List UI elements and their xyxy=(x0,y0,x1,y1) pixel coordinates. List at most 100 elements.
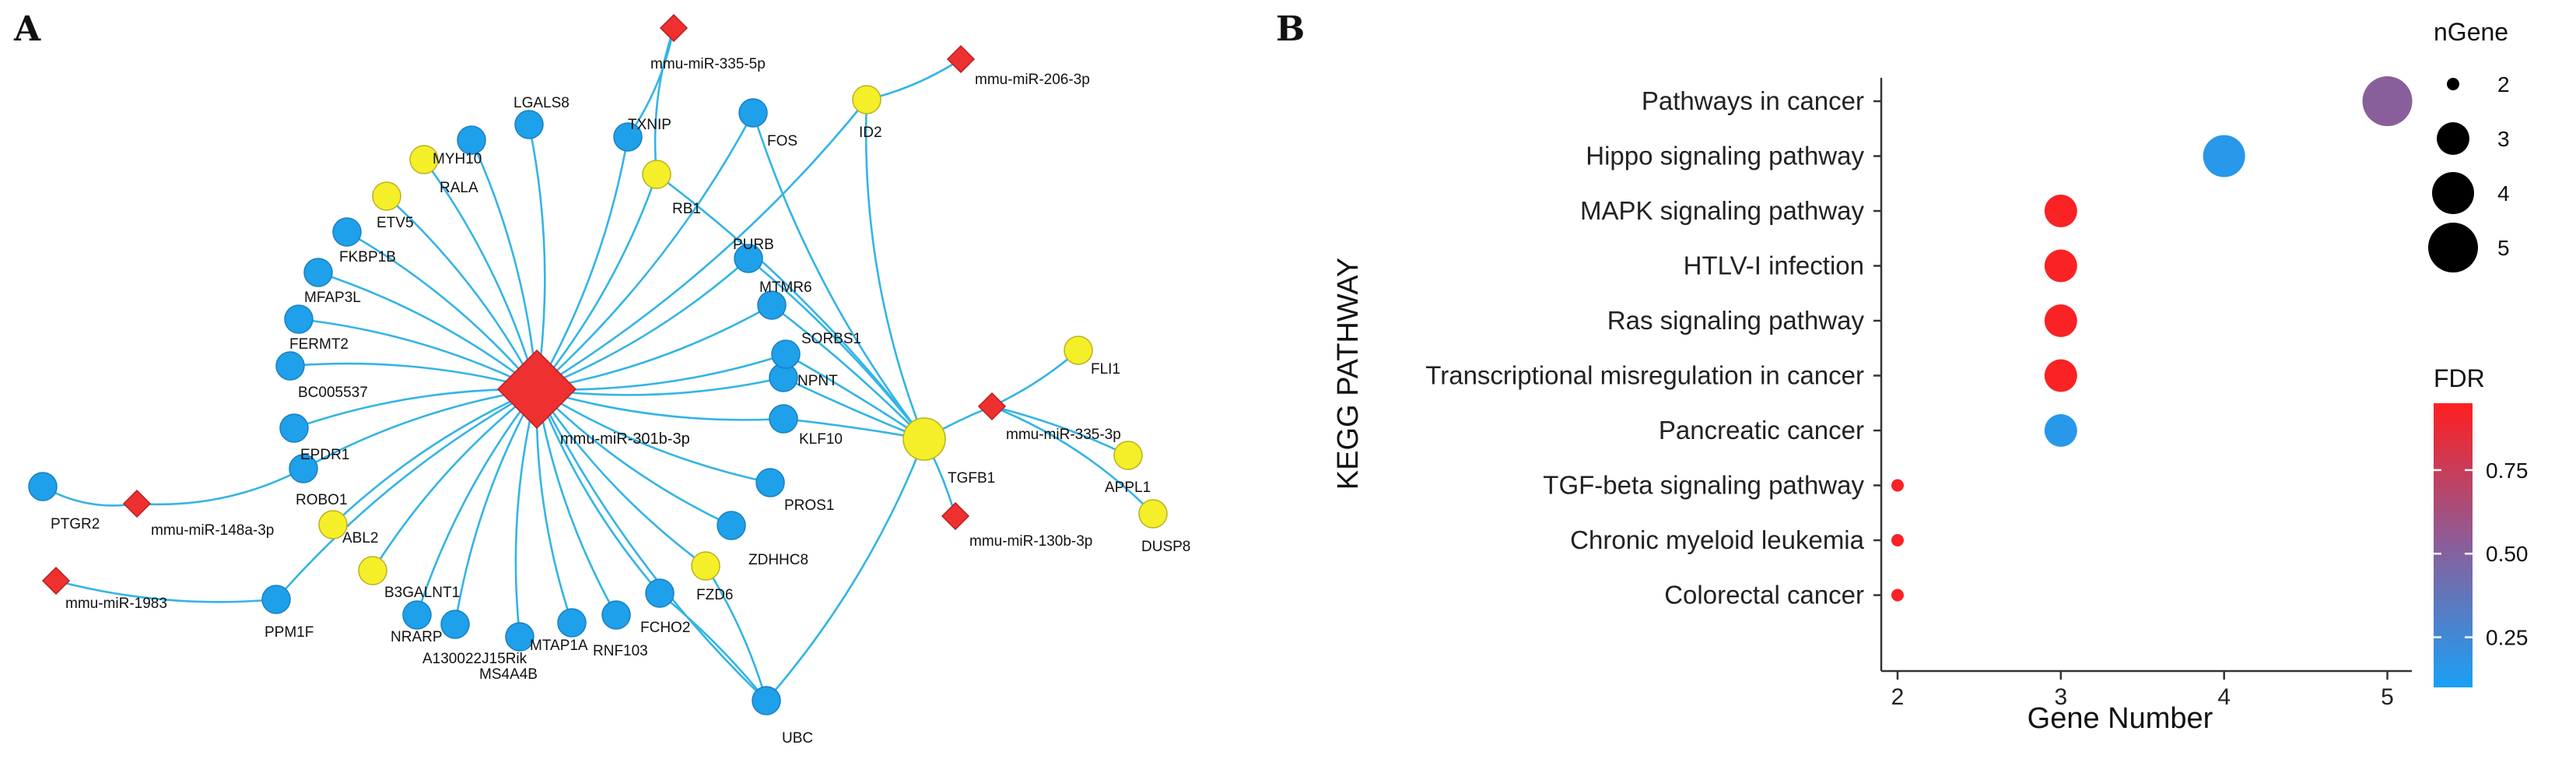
edge-tgfb1-purb xyxy=(748,258,926,440)
mirna-node-mmu-mir-335-5p[interactable] xyxy=(659,13,689,43)
point-htlv-i-infection[interactable] xyxy=(2044,249,2077,283)
category-label-pathways-in-cancer: Pathways in cancer xyxy=(1642,86,1864,115)
gene-node-ms4a4b[interactable] xyxy=(505,622,534,652)
mirna-node-mmu-mir-130b-3p[interactable] xyxy=(941,501,970,531)
edge-mmu-mir-301b-3p-fermt2 xyxy=(298,318,538,391)
gene-label-zdhhc8: ZDHHC8 xyxy=(748,552,808,568)
point-pancreatic-cancer[interactable] xyxy=(2044,414,2077,447)
mirna-label-mmu-mir-335-5p: mmu-miR-335-5p xyxy=(650,56,766,72)
gene-label-fermt2: FERMT2 xyxy=(289,336,349,353)
gene-node-bc005537[interactable] xyxy=(275,351,305,381)
edge-mmu-mir-335-3p-appl1 xyxy=(991,405,1129,457)
edge-mmu-mir-301b-3p-myh10 xyxy=(470,139,538,390)
gene-label-id2: ID2 xyxy=(859,125,882,141)
gene-label-ubc: UBC xyxy=(782,730,813,747)
gene-node-klf10[interactable] xyxy=(769,404,798,434)
gene-node-zdhhc8[interactable] xyxy=(717,511,746,540)
gene-node-id2[interactable] xyxy=(852,85,881,114)
edge-tgfb1-fos xyxy=(752,112,926,440)
mirna-label-mmu-mir-148a-3p: mmu-miR-148a-3p xyxy=(151,522,274,539)
mirna-node-mmu-mir-206-3p[interactable] xyxy=(946,44,976,74)
x-tick-label-4: 4 xyxy=(2217,684,2231,710)
gene-label-ms4a4b: MS4A4B xyxy=(479,666,538,683)
gene-node-myh10[interactable] xyxy=(457,125,486,155)
point-transcriptional-misregulation-in-cancer[interactable] xyxy=(2044,359,2077,392)
gene-label-ptgr2: PTGR2 xyxy=(51,516,100,532)
network-labels: TXNIPLGALS8MYH10RALAETV5FKBP1BMFAP3LFERM… xyxy=(51,56,1190,747)
gene-node-txnip[interactable] xyxy=(613,122,643,152)
edge-mmu-mir-301b-3p-id2 xyxy=(536,99,868,391)
gene-node-mtap1a[interactable] xyxy=(557,608,587,638)
gene-node-fcho2[interactable] xyxy=(645,578,675,608)
gene-node-b3galnt1[interactable] xyxy=(358,556,387,585)
category-label-mapk-signaling-pathway: MAPK signaling pathway xyxy=(1580,196,1865,225)
gene-node-epdr1[interactable] xyxy=(279,413,309,443)
gene-node-appl1[interactable] xyxy=(1113,441,1143,470)
gene-node-purb[interactable] xyxy=(734,244,763,273)
edge-mmu-mir-301b-3p-fkbp1b xyxy=(346,230,538,390)
gene-label-npnt: NPNT xyxy=(797,373,838,389)
mirna-node-mmu-mir-1983[interactable] xyxy=(41,566,71,596)
gene-node-nrarp[interactable] xyxy=(402,600,432,630)
mirna-node-mmu-mir-301b-3p[interactable] xyxy=(496,349,577,430)
gene-node-sorbs1[interactable] xyxy=(771,339,801,369)
gene-label-bc005537: BC005537 xyxy=(298,385,368,401)
gene-node-fkbp1b[interactable] xyxy=(332,217,362,247)
edge-mmu-mir-301b-3p-b3galnt1 xyxy=(371,388,538,571)
point-hippo-signaling-pathway[interactable] xyxy=(2203,135,2245,177)
gene-node-tgfb1[interactable] xyxy=(902,417,946,461)
gene-node-mfap3l[interactable] xyxy=(303,258,333,287)
point-chronic-myeloid-leukemia[interactable] xyxy=(1891,534,1904,546)
gene-label-purb: PURB xyxy=(733,237,774,253)
edge-mmu-mir-301b-3p-purb xyxy=(536,258,749,391)
gene-node-lgals8[interactable] xyxy=(514,110,544,139)
category-label-htlv-i-infection: HTLV-I infection xyxy=(1684,251,1864,280)
edge-mmu-mir-301b-3p-nrarp xyxy=(415,388,538,616)
gene-node-ubc[interactable] xyxy=(752,686,781,715)
gene-node-fermt2[interactable] xyxy=(284,304,314,334)
panel-letter-a: A xyxy=(13,9,41,49)
size-legend-dot-2 xyxy=(2447,78,2459,90)
gene-label-sorbs1: SORBS1 xyxy=(801,331,861,347)
gene-label-fli1: FLI1 xyxy=(1091,361,1120,378)
network-nodes xyxy=(28,13,1168,715)
mirna-node-mmu-mir-148a-3p[interactable] xyxy=(122,489,152,518)
gene-label-mtmr6: MTMR6 xyxy=(759,279,812,296)
gene-node-fzd6[interactable] xyxy=(691,551,720,581)
category-label-colorectal-cancer: Colorectal cancer xyxy=(1664,581,1864,610)
gene-label-lgals8: LGALS8 xyxy=(513,95,570,111)
point-colorectal-cancer[interactable] xyxy=(1891,589,1904,602)
gene-node-abl2[interactable] xyxy=(318,510,348,539)
gene-node-robo1[interactable] xyxy=(289,454,318,483)
gene-label-fos: FOS xyxy=(767,133,797,149)
gene-node-rnf103[interactable] xyxy=(601,600,631,630)
gene-node-mtmr6[interactable] xyxy=(757,290,787,320)
gene-node-pros1[interactable] xyxy=(755,468,785,497)
point-mapk-signaling-pathway[interactable] xyxy=(2044,195,2077,227)
gene-node-fli1[interactable] xyxy=(1064,336,1093,365)
point-tgf-beta-signaling-pathway[interactable] xyxy=(1891,479,1904,492)
gene-node-rb1[interactable] xyxy=(642,160,671,189)
category-label-hippo-signaling-pathway: Hippo signaling pathway xyxy=(1586,142,1864,170)
point-ras-signaling-pathway[interactable] xyxy=(2044,304,2077,337)
gene-label-b3galnt1: B3GALNT1 xyxy=(384,585,460,601)
color-legend: FDR 0.750.500.25 xyxy=(2434,364,2529,687)
gene-label-pros1: PROS1 xyxy=(784,497,834,514)
gene-node-etv5[interactable] xyxy=(372,181,401,211)
edge-mmu-mir-301b-3p-rala xyxy=(422,159,538,390)
category-label-transcriptional-misregulation-in-cancer: Transcriptional misregulation in cancer xyxy=(1425,361,1864,390)
gene-node-a130022j15rik[interactable] xyxy=(440,610,470,639)
gene-node-ptgr2[interactable] xyxy=(28,472,58,501)
color-legend-bar xyxy=(2434,403,2473,687)
gene-label-klf10: KLF10 xyxy=(799,431,843,448)
gene-node-ppm1f[interactable] xyxy=(261,585,291,614)
gene-node-dusp8[interactable] xyxy=(1138,499,1168,529)
gene-node-fos[interactable] xyxy=(738,98,768,128)
y-axis-title: KEGG PATHWAY xyxy=(1332,258,1365,490)
mirna-node-mmu-mir-335-3p[interactable] xyxy=(977,392,1007,421)
gene-node-rala[interactable] xyxy=(409,145,439,174)
point-pathways-in-cancer[interactable] xyxy=(2362,76,2413,126)
